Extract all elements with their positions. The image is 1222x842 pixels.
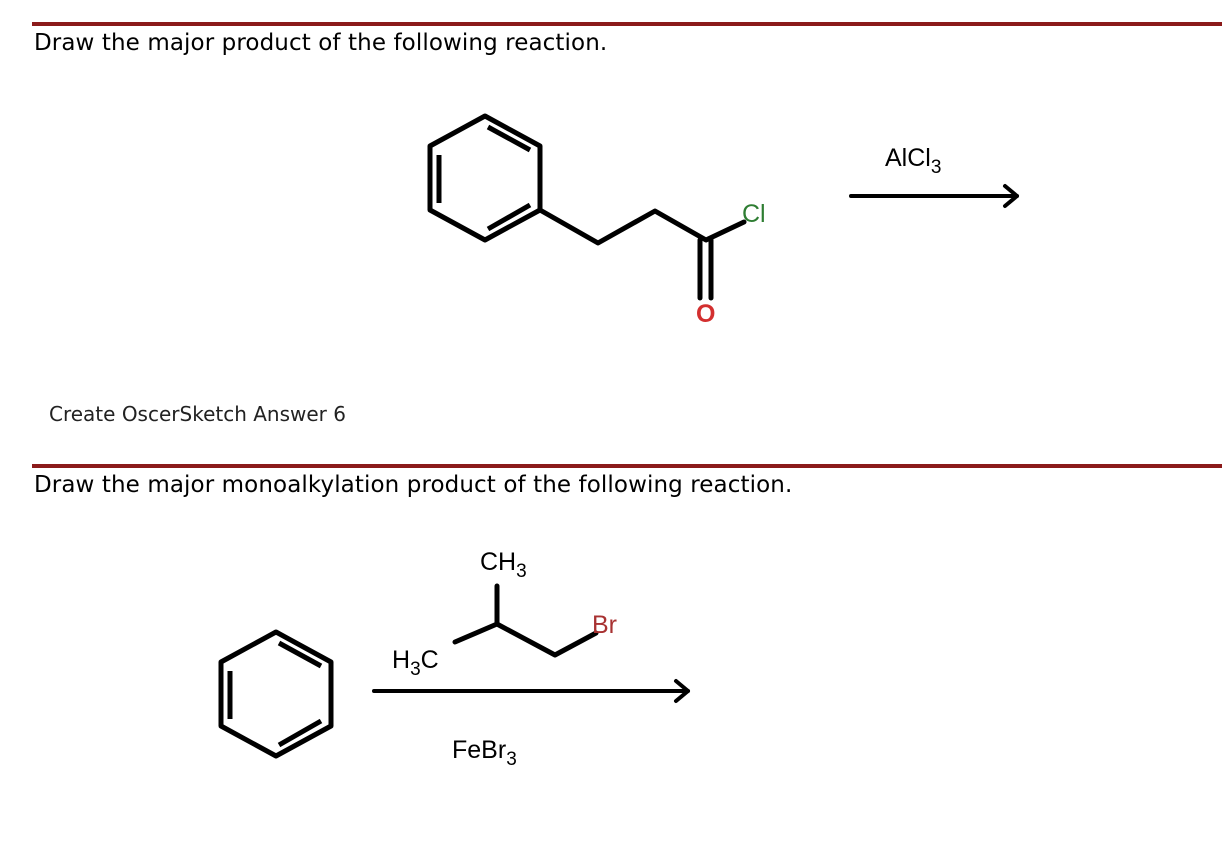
benzene-ring — [427, 113, 543, 243]
reagent-main: AlCl — [885, 144, 931, 172]
isobutyl-bromide — [452, 583, 599, 658]
propanoyl-chain — [537, 207, 747, 301]
catalyst-main: FeBr — [452, 736, 506, 764]
question-2-prompt: Draw the major monoalkylation product of… — [34, 472, 793, 498]
h3c-c: C — [421, 646, 439, 674]
reaction-arrow — [372, 679, 690, 703]
methyl-top-label: CH3 — [480, 548, 527, 582]
chlorine-atom: Cl — [742, 200, 766, 228]
catalyst-label: FeBr3 — [452, 736, 517, 770]
question-1-prompt: Draw the major product of the following … — [34, 30, 608, 56]
reagent-label: AlCl3 — [885, 144, 941, 178]
reagent-subscript: 3 — [931, 157, 942, 178]
bromine-atom: Br — [592, 611, 617, 639]
create-answer-button[interactable]: Create OscerSketch Answer 6 — [49, 402, 346, 426]
question-1-divider — [32, 22, 1222, 26]
methyl-left-label: H3C — [392, 646, 439, 680]
h3c-h: H — [392, 646, 410, 674]
ch3-main: CH — [480, 548, 516, 576]
benzene-ring — [218, 629, 334, 759]
catalyst-subscript: 3 — [506, 749, 517, 770]
oxygen-atom: O — [696, 300, 715, 328]
ch3-subscript: 3 — [516, 561, 527, 582]
reaction-scheme-1: Cl O AlCl3 — [427, 113, 1019, 328]
h3c-subscript: 3 — [410, 659, 421, 680]
question-2-divider — [32, 464, 1222, 468]
reaction-arrow — [849, 184, 1019, 208]
